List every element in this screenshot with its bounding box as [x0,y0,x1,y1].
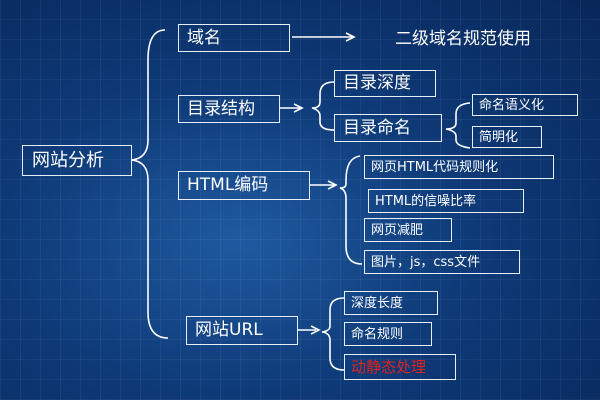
url-child-naming-rules: 命名规则 [344,322,432,346]
naming-concise-node: 简明化 [472,126,542,148]
url-child-depth-length: 深度长度 [344,291,438,315]
root-node: 网站分析 [22,145,132,176]
domain-note: 二级域名规范使用 [395,29,531,49]
url-child-dynamic-static: 动静态处理 [344,354,456,380]
directory-node: 目录结构 [178,95,280,123]
html-child-code-standard: 网页HTML代码规则化 [364,155,554,179]
html-child-slim-page: 网页减肥 [364,218,452,242]
html-child-assets: 图片，js，css文件 [364,250,520,274]
html-child-signal-noise: HTML的信噪比率 [368,189,524,213]
naming-semantic-node: 命名语义化 [472,94,578,116]
html-node: HTML编码 [178,171,310,200]
url-node: 网站URL [186,316,298,345]
directory-naming-node: 目录命名 [334,114,442,142]
directory-depth-node: 目录深度 [334,70,436,97]
domain-node: 域名 [178,24,290,52]
